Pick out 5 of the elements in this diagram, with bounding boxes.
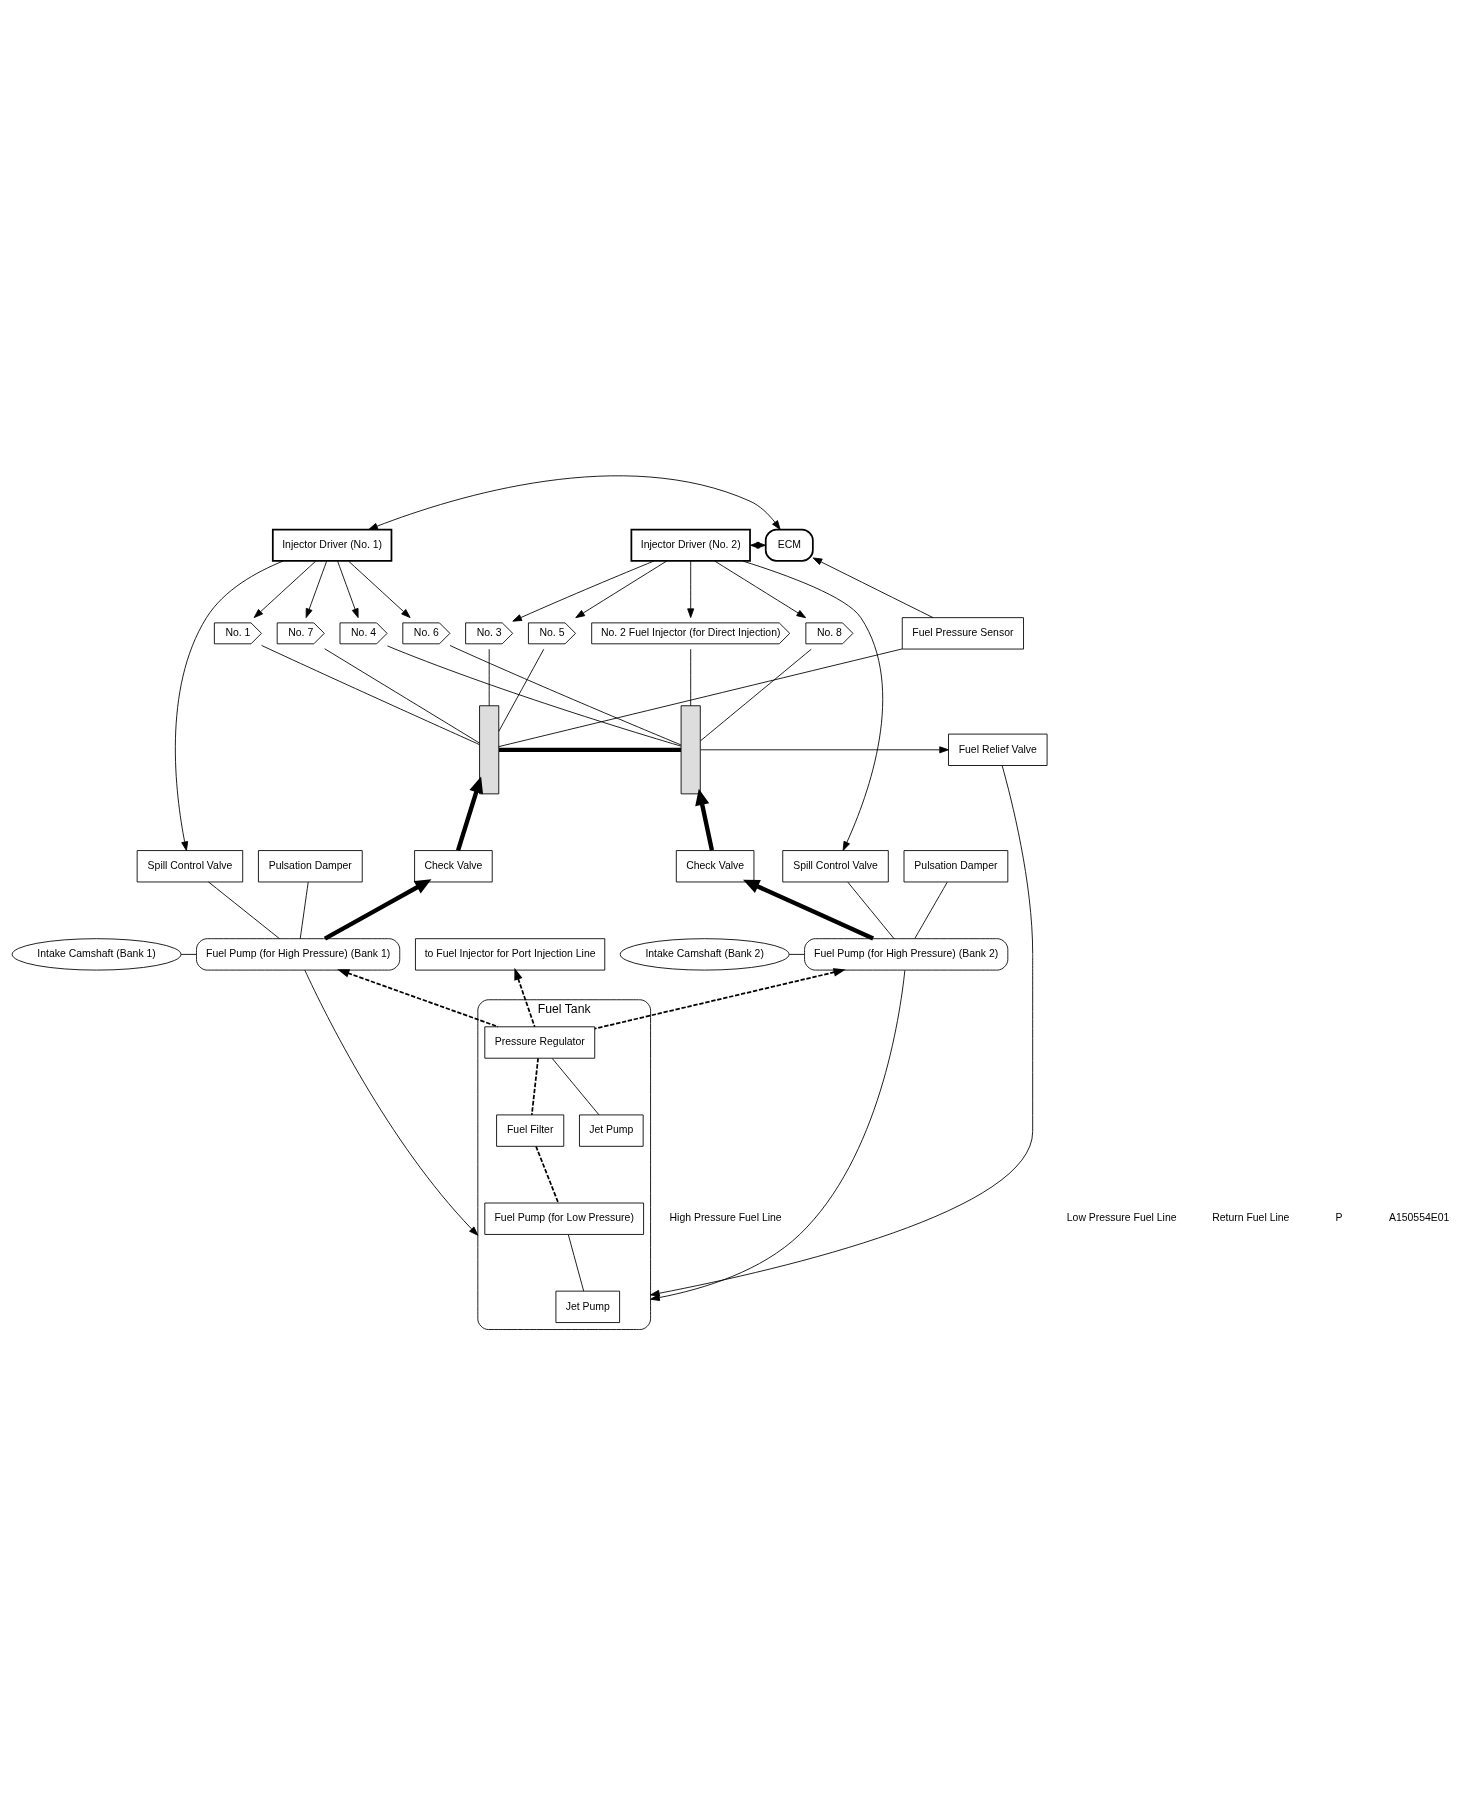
legend-label: High Pressure Fuel Line bbox=[669, 1212, 782, 1224]
label: P bbox=[1335, 1212, 1343, 1224]
label: A150554E01 bbox=[1388, 1212, 1450, 1224]
legend-label: Return Fuel Line bbox=[1212, 1212, 1290, 1224]
legend-label: Low Pressure Fuel Line bbox=[1066, 1212, 1177, 1224]
